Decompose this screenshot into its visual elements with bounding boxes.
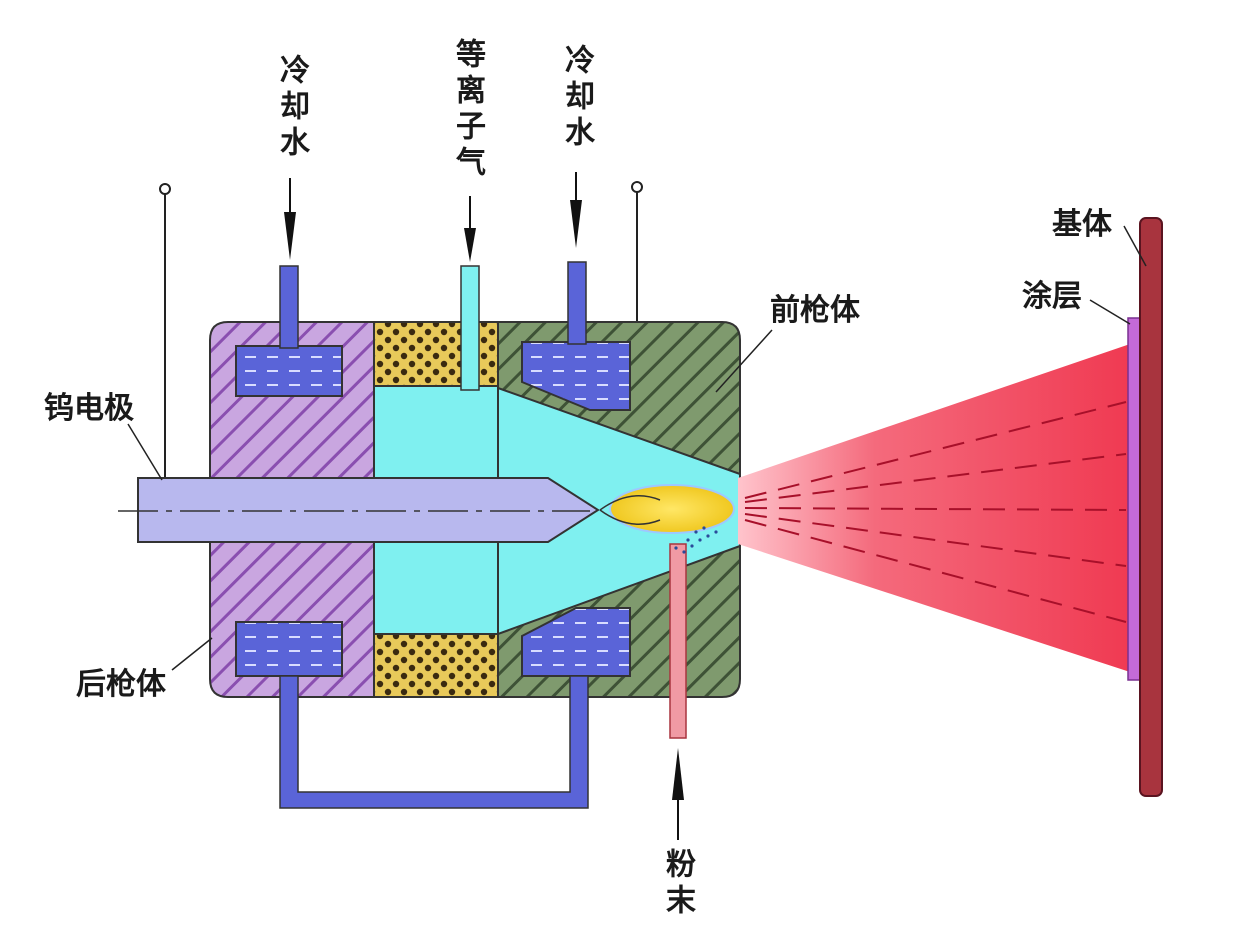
leader-substrate bbox=[1123, 225, 1147, 267]
arrow-cooling-water-left bbox=[284, 178, 296, 260]
plume-streamlines bbox=[744, 401, 1127, 623]
label-cooling-water-left: 冷却水 bbox=[274, 54, 309, 162]
label-plasma-gas: 等离子气 bbox=[450, 38, 485, 182]
tungsten-electrode bbox=[137, 477, 600, 543]
water-connecting-pipe bbox=[279, 675, 589, 809]
leader-rear-gun-body bbox=[171, 637, 213, 671]
terminal-wire-left bbox=[159, 183, 171, 480]
water-chamber-rear-bottom bbox=[235, 621, 343, 677]
arrow-plasma-gas bbox=[464, 196, 476, 262]
water-inlet-left bbox=[279, 265, 299, 349]
label-cooling-water-right: 冷却水 bbox=[559, 44, 594, 152]
leader-front-gun-body bbox=[715, 329, 773, 393]
arrow-cooling-water-right bbox=[570, 172, 582, 248]
label-rear-gun-body: 后枪体 bbox=[76, 667, 166, 702]
substrate-plate bbox=[1139, 217, 1163, 797]
terminal-wire-right bbox=[631, 181, 643, 322]
label-powder: 粉末 bbox=[660, 848, 695, 920]
label-front-gun-body: 前枪体 bbox=[770, 293, 860, 328]
leader-coating bbox=[1089, 299, 1131, 325]
water-chamber-front-top bbox=[521, 341, 631, 411]
powder-feed-tube bbox=[669, 543, 687, 739]
powder-particles bbox=[674, 526, 718, 554]
water-chamber-front-bottom bbox=[521, 607, 631, 677]
label-substrate: 基体 bbox=[1052, 207, 1112, 242]
label-coating: 涂层 bbox=[1022, 279, 1082, 314]
water-chamber-rear-top bbox=[235, 345, 343, 397]
plasma-gas-inlet bbox=[460, 265, 480, 391]
plasma-arc bbox=[609, 484, 735, 534]
water-inlet-right bbox=[567, 261, 587, 345]
arrow-powder bbox=[672, 748, 684, 840]
label-tungsten-electrode: 钨电极 bbox=[44, 391, 134, 426]
leader-tungsten-electrode bbox=[127, 423, 163, 481]
insulator-bottom bbox=[373, 633, 499, 698]
